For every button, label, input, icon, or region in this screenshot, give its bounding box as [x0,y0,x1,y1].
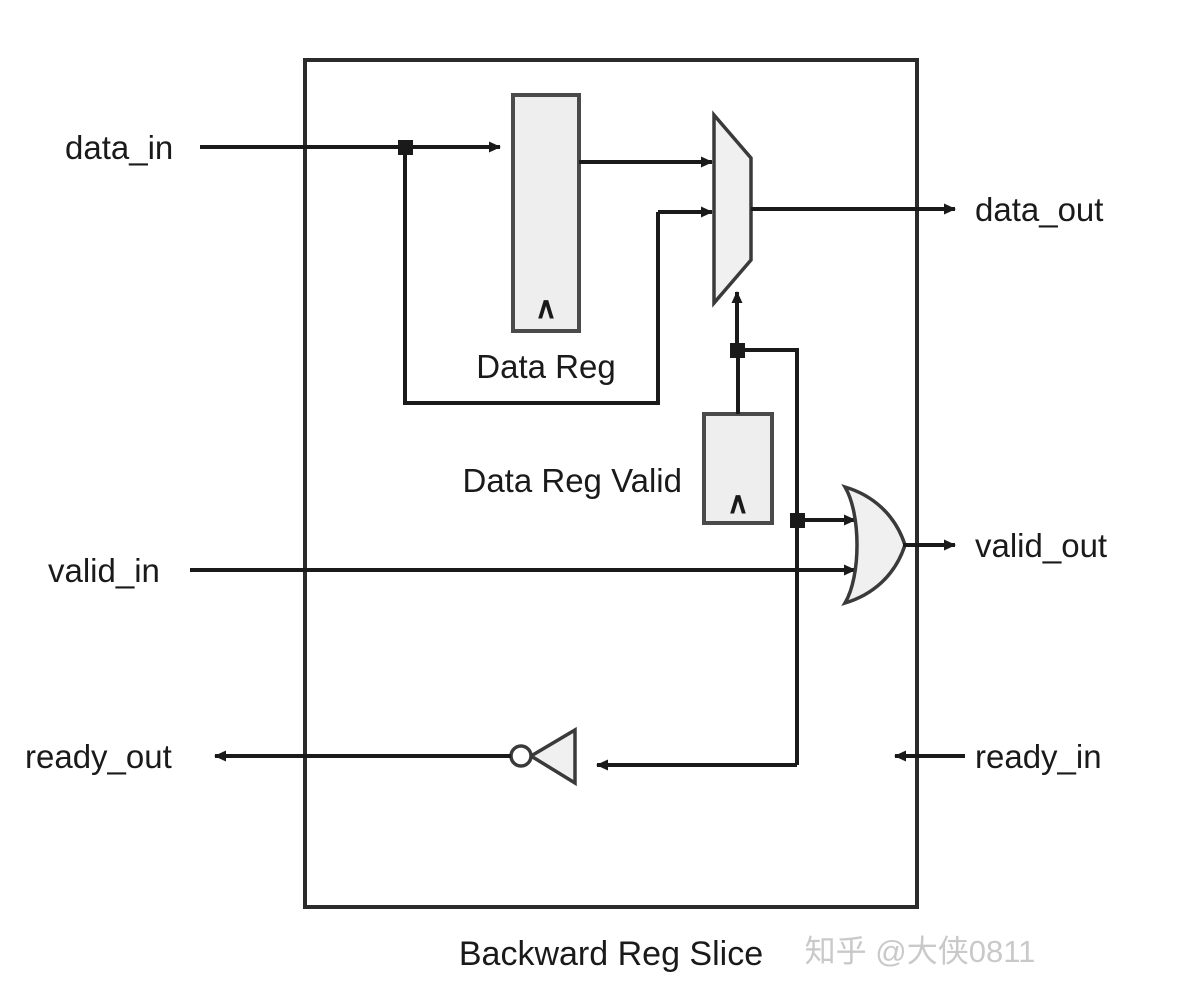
module-boundary-box [303,58,919,909]
wire-dregvalid-feedback [737,348,799,765]
port-label-valid-out: valid_out [975,527,1107,564]
diagram-title: Backward Reg Slice [459,935,763,973]
data-reg-clock-icon: ∧ [535,292,557,325]
inverter-gate [527,726,577,787]
data-reg-valid-clock-icon: ∧ [727,487,749,520]
port-label-data-in: data_in [65,129,173,166]
watermark: 知乎 @大侠0811 [805,934,1036,969]
mux-2to1 [712,110,753,308]
port-label-ready-in: ready_in [975,738,1102,775]
data-reg-block [511,93,581,333]
or-gate [841,484,907,606]
data-reg-label: Data Reg [476,348,615,385]
data-reg-valid-block [702,412,774,525]
port-label-ready-out: ready_out [25,738,172,775]
wire-data-in-bypass [403,147,660,405]
port-label-valid-in: valid_in [48,552,160,589]
inverter-bubble-icon [509,744,533,768]
port-label-data-out: data_out [975,191,1103,228]
data-reg-valid-label: Data Reg Valid [462,462,682,499]
